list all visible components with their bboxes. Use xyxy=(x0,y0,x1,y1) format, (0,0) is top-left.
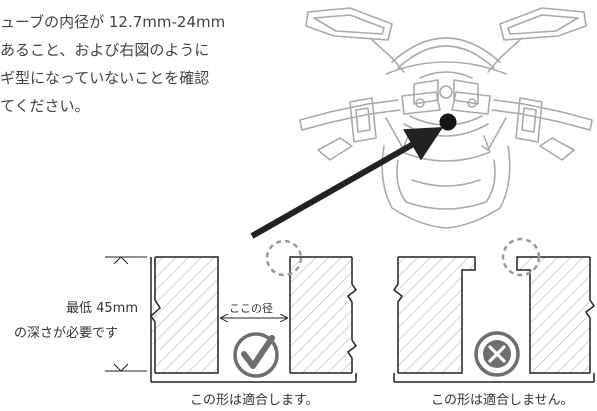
depth-dimension xyxy=(105,256,147,372)
depth-label-line1: 最低 45mm xyxy=(66,301,139,316)
check-icon xyxy=(233,332,279,378)
instructions-line: あること、および右図のように xyxy=(0,41,210,59)
instructions-line: ューブの内径が 12.7mm-24mm xyxy=(0,13,226,31)
depth-label-line2: の深さが必要です xyxy=(14,326,119,341)
cross-icon xyxy=(474,331,520,377)
ng-caption: この形は適合しません。 xyxy=(431,393,574,408)
stem-hole-marker xyxy=(439,113,457,131)
ok-tube-left-wall xyxy=(150,256,219,374)
ok-edge-highlight xyxy=(265,239,303,277)
ng-tube-right-wall xyxy=(516,256,596,374)
instructions-line: てください。 xyxy=(0,97,90,115)
instructions-text: ューブの内径が 12.7mm-24mm あること、および右図のように ギ型になっ… xyxy=(0,8,300,120)
pointer-arrow xyxy=(250,127,444,239)
diameter-label: ここの径 xyxy=(229,302,273,315)
ng-edge-highlight xyxy=(501,237,541,277)
ok-tube-right-wall xyxy=(289,256,358,374)
ok-caption: この形は適合します。 xyxy=(190,393,319,408)
ng-tube-left-wall xyxy=(392,256,476,374)
instructions-line: ギ型になっていないことを確認 xyxy=(0,69,210,87)
